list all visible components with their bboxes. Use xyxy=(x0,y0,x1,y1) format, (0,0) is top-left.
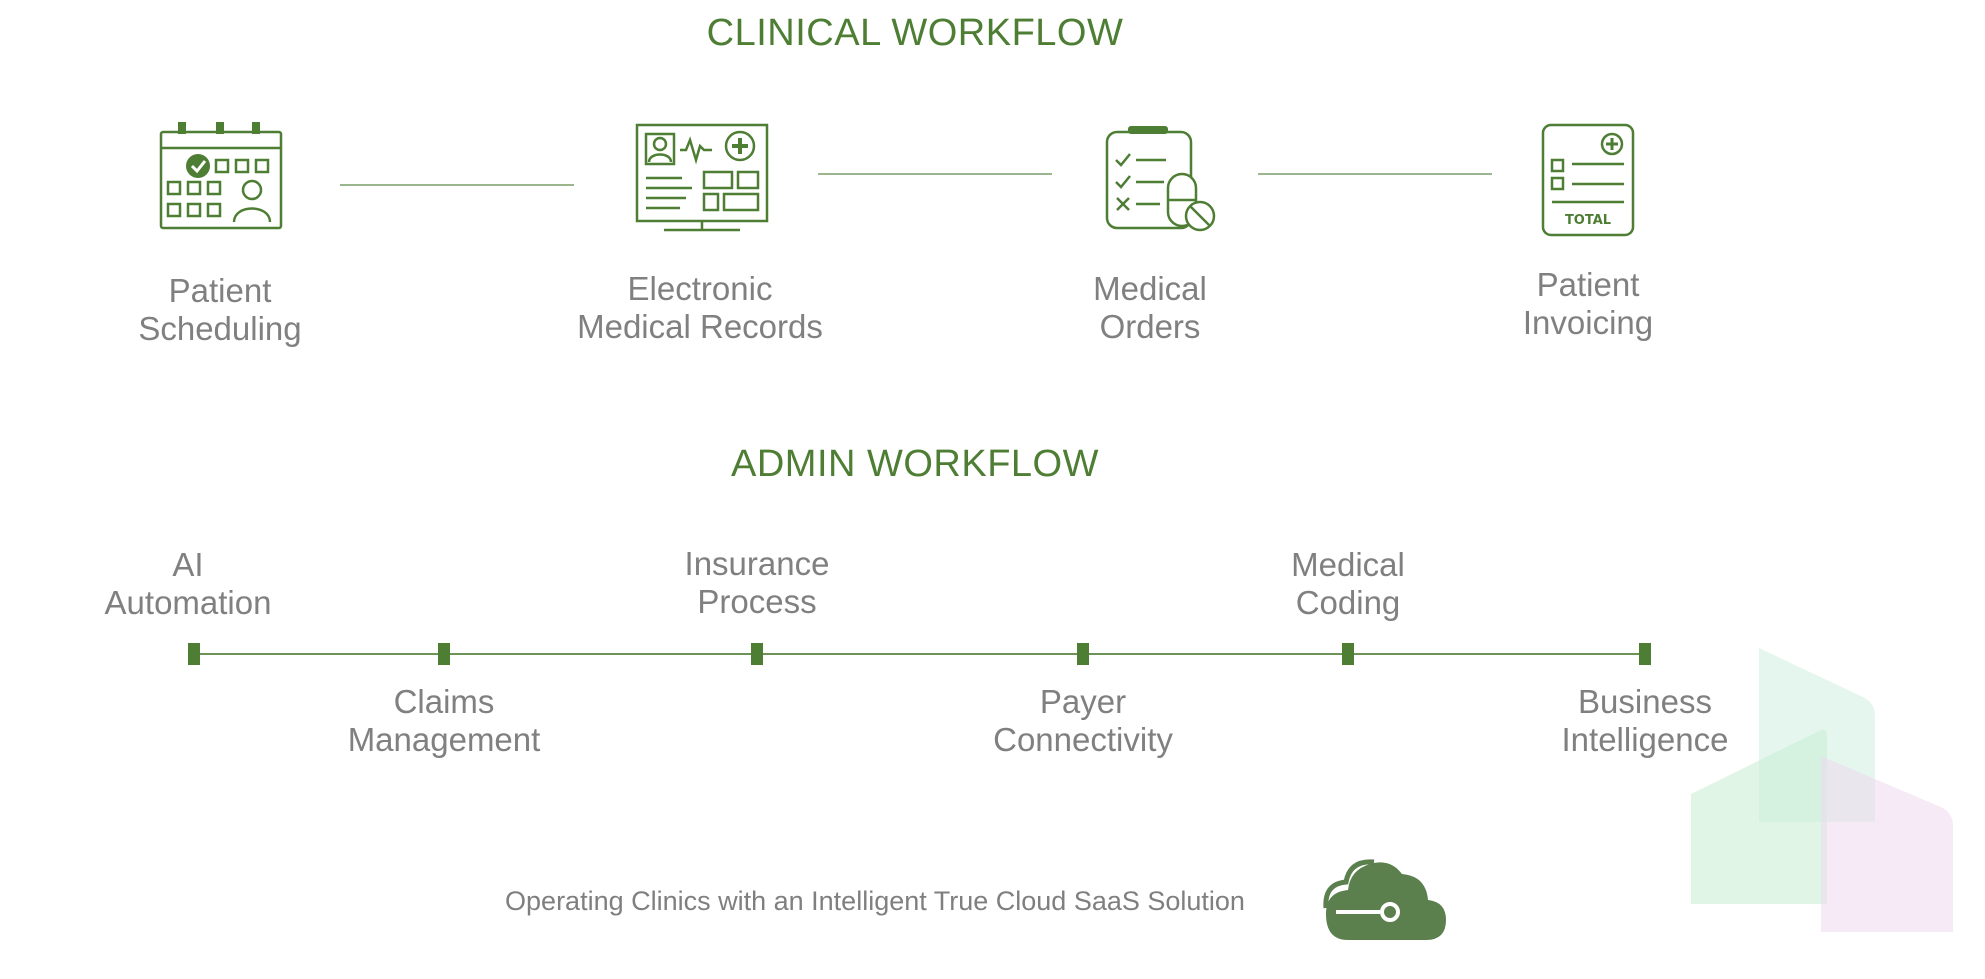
clipboard-pill-icon xyxy=(1104,124,1218,234)
clinical-workflow-title: CLINICAL WORKFLOW xyxy=(706,12,1124,54)
timeline-marker xyxy=(1077,643,1089,665)
invoice-total-text: TOTAL xyxy=(1565,213,1611,228)
connector-line xyxy=(1258,173,1492,175)
decorative-shapes xyxy=(1685,640,1955,945)
connector-line xyxy=(818,173,1052,175)
invoice-icon: TOTAL xyxy=(1540,122,1636,238)
admin-timeline-line xyxy=(193,653,1651,655)
timeline-marker xyxy=(751,643,763,665)
timeline-marker xyxy=(188,643,200,665)
connector-line xyxy=(340,184,574,186)
timeline-marker xyxy=(1342,643,1354,665)
monitor-medical-record-icon xyxy=(634,122,770,234)
tagline: Operating Clinics with an Intelligent Tr… xyxy=(505,886,1245,916)
calendar-patient-icon xyxy=(158,118,284,230)
timeline-marker xyxy=(1639,643,1651,665)
admin-workflow-title: ADMIN WORKFLOW xyxy=(731,443,1099,485)
cloud-connect-icon xyxy=(1318,856,1448,942)
timeline-marker xyxy=(438,643,450,665)
